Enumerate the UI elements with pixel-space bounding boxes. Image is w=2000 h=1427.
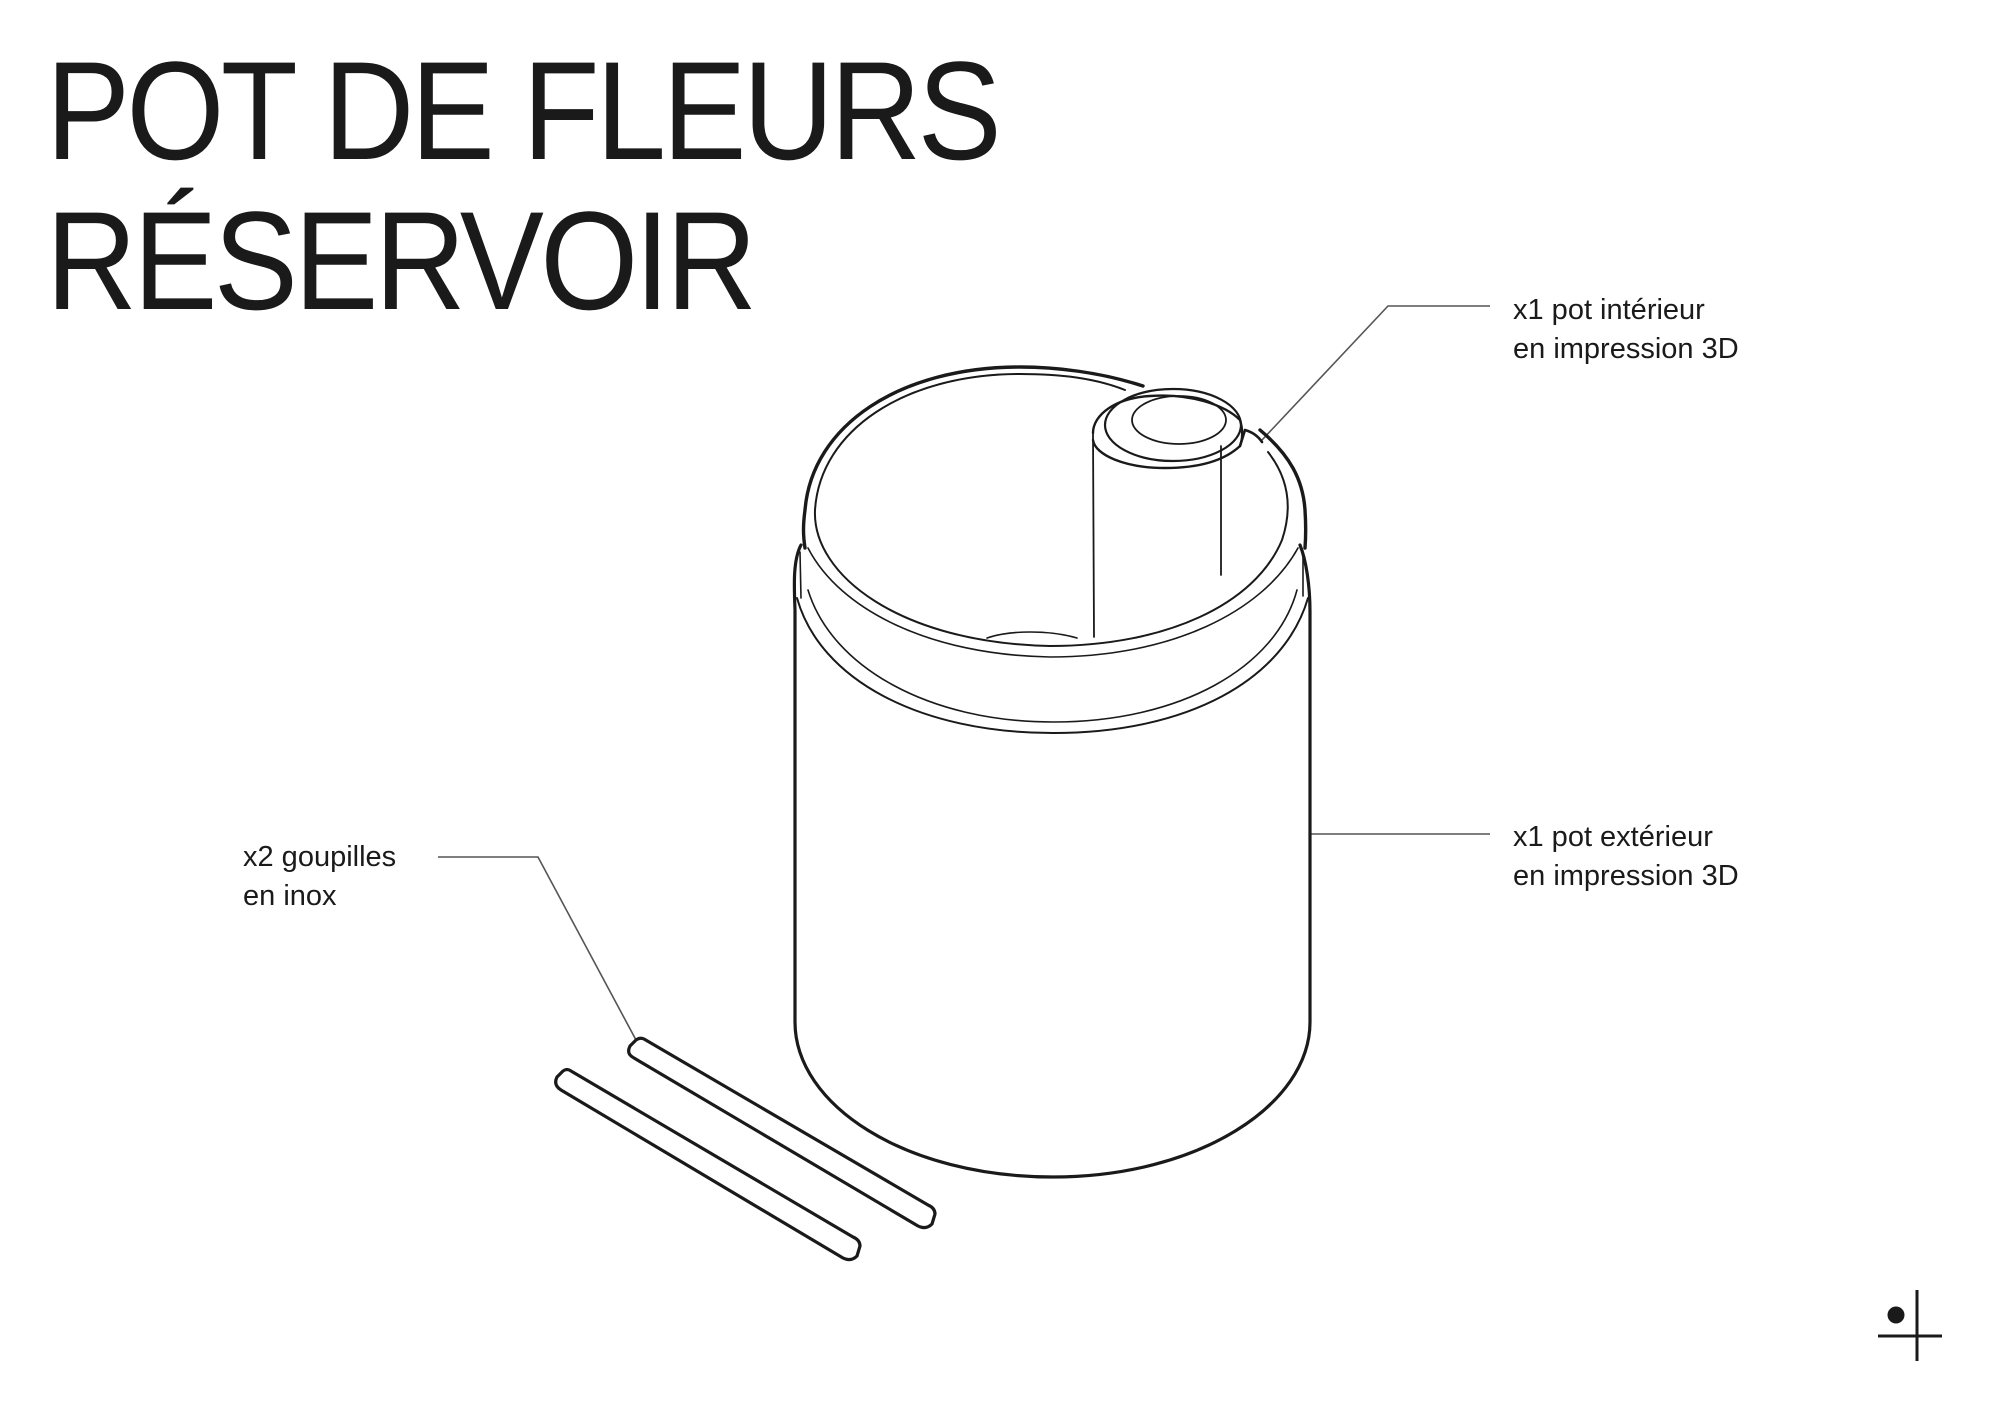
callout-inner-pot: x1 pot intérieur en impression 3D [1513, 291, 1739, 369]
reservoir-tube-left [1092, 432, 1095, 638]
pin-back [554, 1067, 862, 1262]
callout-outer-pot-line-1: x1 pot extérieur [1513, 821, 1713, 853]
inner-pot [799, 365, 1308, 658]
inner-pot-bottom-hole [986, 631, 1078, 639]
inner-pot-lip-inner [813, 373, 1289, 647]
callout-pins-line-2: en inox [243, 880, 337, 912]
pins [554, 1036, 937, 1262]
reservoir-tube-top-inner [1131, 395, 1227, 445]
callout-pins: x2 goupilles en inox [243, 838, 396, 916]
callout-pins-line-1: x2 goupilles [243, 841, 397, 873]
leader-lines [438, 305, 1490, 1041]
outer-pot-body-outline [792, 543, 1312, 1179]
inner-pot-wall-left [799, 551, 802, 599]
callout-outer-pot-line-2: en impression 3D [1513, 860, 1739, 892]
title-line-2: RÉSERVOIR [46, 182, 757, 339]
page-title: POT DE FLEURS RÉSERVOIR [46, 32, 1002, 339]
outer-pot [792, 543, 1312, 1179]
pin-front [627, 1036, 937, 1230]
callout-outer-pot: x1 pot extérieur en impression 3D [1513, 818, 1739, 896]
dot-cross-logo-icon [1878, 1290, 1942, 1361]
reservoir-tube-top-outer [1103, 387, 1243, 463]
inner-pot-lip-outer [801, 365, 1308, 550]
title-line-1: POT DE FLEURS [46, 32, 1002, 189]
reservoir-tube-notch [1238, 428, 1264, 448]
inner-pot-wall-edge [807, 547, 1299, 658]
outer-pot-rim-band [796, 597, 1309, 734]
leader-inner-pot [1261, 305, 1490, 441]
outer-pot-rim-band-inner [807, 589, 1298, 723]
callout-inner-pot-line-1: x1 pot intérieur [1513, 294, 1705, 326]
callout-inner-pot-line-2: en impression 3D [1513, 333, 1739, 365]
leader-pins [438, 856, 637, 1041]
